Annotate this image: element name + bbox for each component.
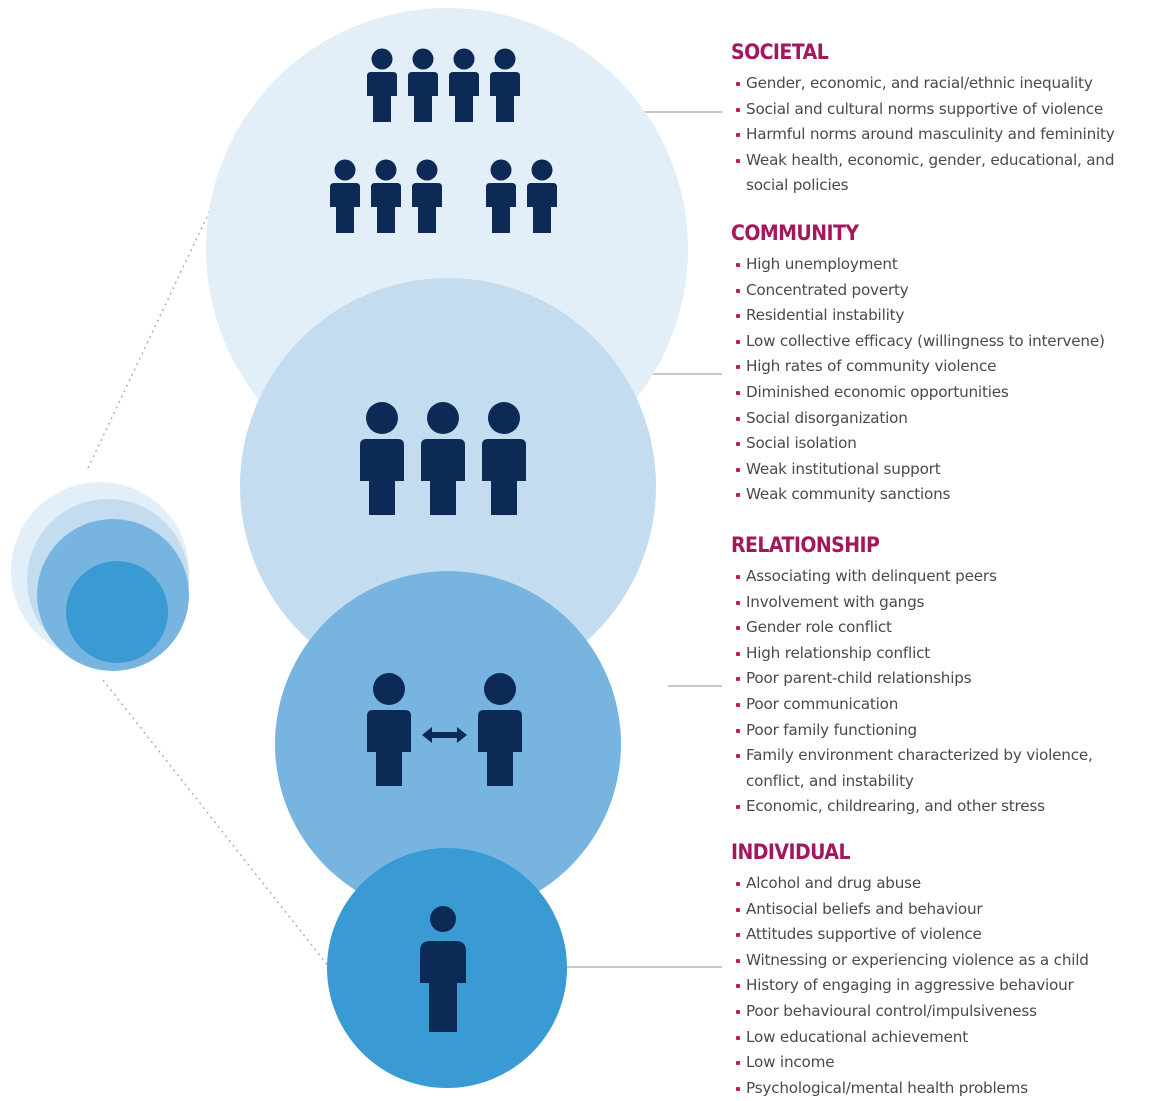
list-item: High rates of community violence bbox=[731, 354, 1151, 380]
list-item: Harmful norms around masculinity and fem… bbox=[731, 122, 1151, 148]
list-item: Low educational achievement bbox=[731, 1025, 1151, 1051]
societal-heading: SOCIETAL bbox=[731, 40, 829, 64]
list-item: Low income bbox=[731, 1050, 1151, 1076]
community-factor-list: High unemployment Concentrated poverty R… bbox=[731, 252, 1151, 508]
list-item: Witnessing or experiencing violence as a… bbox=[731, 948, 1151, 974]
list-item: Low collective efficacy (willingness to … bbox=[731, 329, 1151, 355]
list-item: Poor behavioural control/impulsiveness bbox=[731, 999, 1151, 1025]
list-item: Social and cultural norms supportive of … bbox=[731, 97, 1151, 123]
list-item: High unemployment bbox=[731, 252, 1151, 278]
dotted-guide-line-bottom bbox=[102, 679, 337, 977]
list-item: Poor family functioning bbox=[731, 718, 1151, 744]
community-heading: COMMUNITY bbox=[731, 221, 859, 245]
list-item: Alcohol and drug abuse bbox=[731, 871, 1151, 897]
list-item: High relationship conflict bbox=[731, 641, 1151, 667]
list-item: History of engaging in aggressive behavi… bbox=[731, 973, 1151, 999]
relationship-heading: RELATIONSHIP bbox=[731, 533, 880, 557]
list-item: Involvement with gangs bbox=[731, 590, 1151, 616]
list-item: Weak institutional support bbox=[731, 457, 1151, 483]
list-item: Economic, childrearing, and other stress bbox=[731, 794, 1151, 820]
dotted-guide-line-top bbox=[87, 201, 215, 469]
relationship-circle bbox=[275, 571, 621, 917]
list-item: Diminished economic opportunities bbox=[731, 380, 1151, 406]
list-item: Family environment characterized by viol… bbox=[731, 743, 1146, 794]
three-people-icon bbox=[360, 402, 526, 515]
list-item: Gender, economic, and racial/ethnic ineq… bbox=[731, 71, 1151, 97]
individual-section: INDIVIDUAL Alcohol and drug abuse Antiso… bbox=[731, 840, 1151, 1101]
mini-ring-individual bbox=[66, 561, 168, 663]
community-section: COMMUNITY High unemployment Concentrated… bbox=[731, 221, 1151, 508]
individual-factor-list: Alcohol and drug abuse Antisocial belief… bbox=[731, 871, 1151, 1101]
list-item: Associating with delinquent peers bbox=[731, 564, 1151, 590]
list-item: Poor communication bbox=[731, 692, 1151, 718]
relationship-factor-list: Associating with delinquent peers Involv… bbox=[731, 564, 1151, 820]
list-item: Antisocial beliefs and behaviour bbox=[731, 897, 1151, 923]
list-item: Psychological/mental health problems bbox=[731, 1076, 1151, 1101]
relationship-section: RELATIONSHIP Associating with delinquent… bbox=[731, 533, 1151, 820]
list-item: Weak health, economic, gender, education… bbox=[731, 148, 1116, 199]
societal-section: SOCIETAL Gender, economic, and racial/et… bbox=[731, 40, 1151, 199]
list-item: Residential instability bbox=[731, 303, 1151, 329]
list-item: Poor parent-child relationships bbox=[731, 666, 1151, 692]
list-item: Weak community sanctions bbox=[731, 482, 1151, 508]
societal-factor-list: Gender, economic, and racial/ethnic ineq… bbox=[731, 71, 1151, 199]
list-item: Gender role conflict bbox=[731, 615, 1151, 641]
list-item: Concentrated poverty bbox=[731, 278, 1151, 304]
single-person-icon bbox=[420, 906, 466, 1032]
list-item: Attitudes supportive of violence bbox=[731, 922, 1151, 948]
list-item: Social isolation bbox=[731, 431, 1151, 457]
individual-heading: INDIVIDUAL bbox=[731, 840, 850, 864]
two-people-arrow-icon bbox=[367, 673, 522, 786]
list-item: Social disorganization bbox=[731, 406, 1151, 432]
